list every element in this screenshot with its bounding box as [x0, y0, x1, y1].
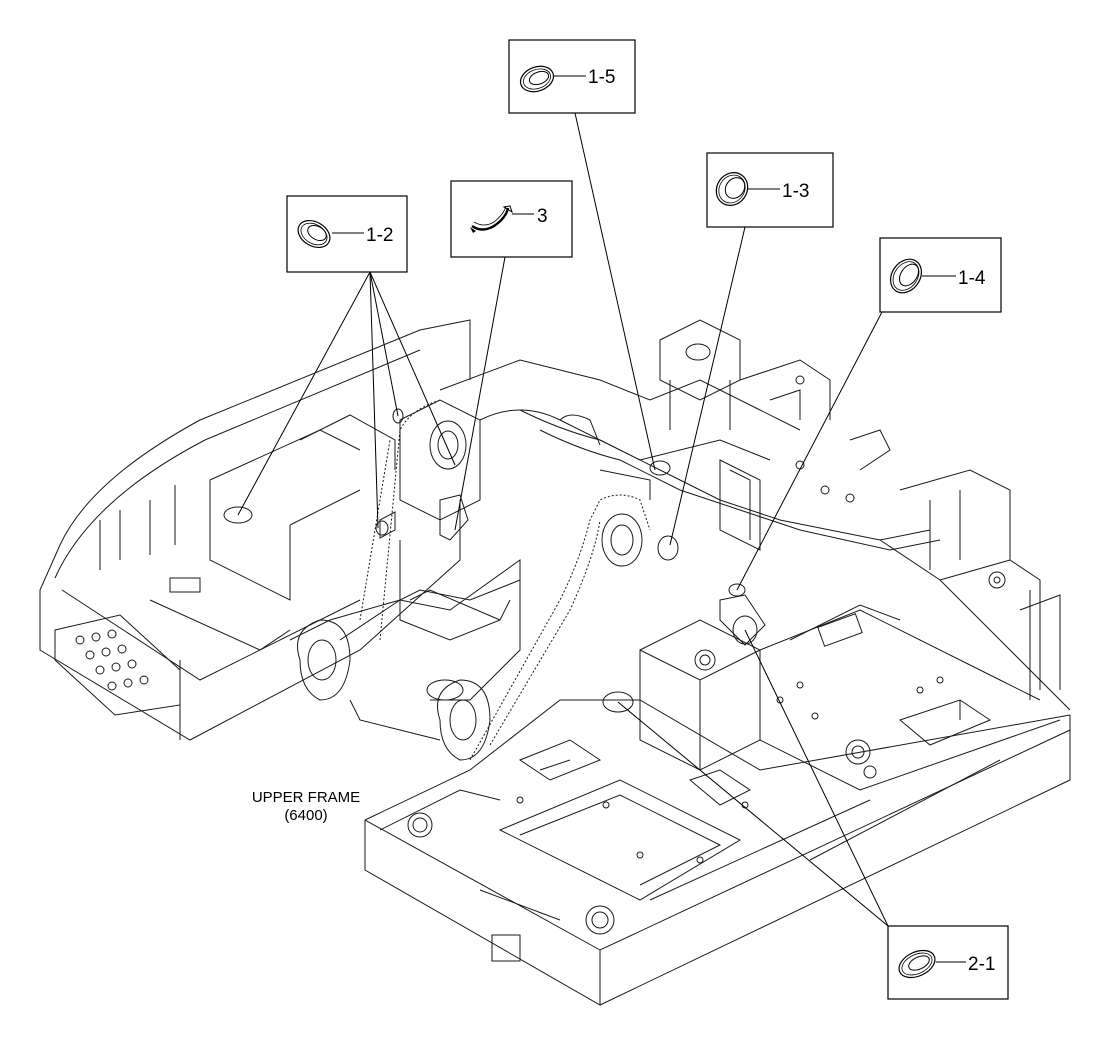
callout-1-2[interactable]: 1-2: [286, 195, 408, 273]
grommet-oval-icon: [297, 219, 331, 249]
callout-label: 1-4: [958, 268, 986, 289]
callout-3[interactable]: 3: [450, 180, 573, 258]
callout-label: 3: [537, 206, 548, 227]
callout-1-4[interactable]: 1-4: [879, 237, 1002, 313]
frame-label-line1: UPPER FRAME: [252, 789, 360, 806]
callout-2-1[interactable]: 2-1: [887, 925, 1009, 1000]
frame-label-line2: (6400): [284, 807, 327, 824]
callout-label: 2-1: [968, 954, 995, 975]
callout-label: 1-3: [782, 181, 809, 202]
grommet-round-icon: [715, 172, 749, 206]
callout-label: 1-5: [588, 67, 615, 88]
upper-frame-label: UPPER FRAME (6400): [252, 789, 360, 824]
upper-frame-drawing: [39, 319, 1071, 1006]
callout-1-3[interactable]: 1-3: [706, 152, 834, 228]
grommet-round-icon: [889, 258, 923, 294]
callout-1-5[interactable]: 1-5: [508, 39, 636, 114]
grommet-oval-icon: [519, 65, 555, 93]
callout-box: [450, 180, 573, 258]
callout-label: 1-2: [366, 225, 393, 246]
clip-icon: [470, 205, 513, 233]
leader-lines: [237, 112, 889, 927]
grommet-oval-icon: [898, 949, 936, 979]
